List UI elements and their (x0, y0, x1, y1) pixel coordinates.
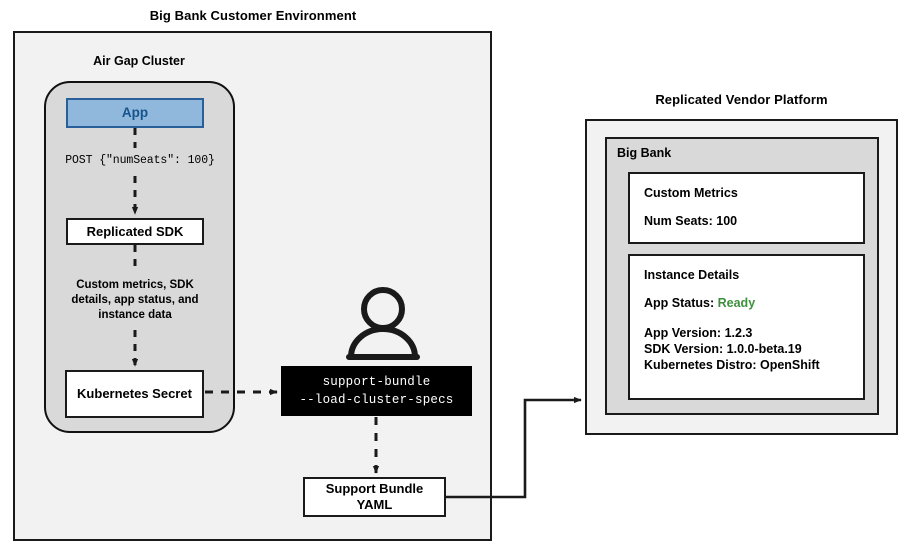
node-kubernetes-secret[interactable]: Kubernetes Secret (65, 370, 204, 418)
support-bundle-line-1: Support Bundle (325, 481, 424, 497)
air-gap-cluster-title: Air Gap Cluster (93, 54, 185, 68)
custom-metrics-row-num-seats: Num Seats: 100 (644, 214, 738, 228)
instance-details-app-status: App Status: Ready (644, 296, 849, 310)
edge-label-sdk-to-secret: Custom metrics, SDK details, app status,… (71, 279, 199, 321)
vendor-customer-label: Big Bank (617, 146, 672, 160)
edge-label-app-to-sdk: POST {"numSeats": 100} (65, 154, 215, 167)
customer-environment-title: Big Bank Customer Environment (149, 8, 357, 23)
support-bundle-line-2: YAML (356, 497, 393, 512)
vendor-platform-title: Replicated Vendor Platform (655, 92, 828, 107)
app-status-value: Ready (717, 296, 756, 310)
node-app[interactable]: App (66, 98, 204, 128)
node-replicated-sdk[interactable]: Replicated SDK (66, 218, 204, 245)
instance-details-app-version: App Version: 1.2.3 (644, 326, 753, 340)
card-custom-metrics[interactable]: Custom Metrics Num Seats: 100 (628, 172, 865, 244)
instance-details-title: Instance Details (644, 268, 740, 282)
instance-details-kubernetes-distro: Kubernetes Distro: OpenShift (644, 358, 820, 372)
custom-metrics-title: Custom Metrics (644, 186, 738, 200)
terminal-command-box[interactable]: support-bundle --load-cluster-specs (281, 366, 472, 416)
terminal-line-1: support-bundle (322, 374, 431, 389)
terminal-line-2: --load-cluster-specs (299, 393, 454, 407)
node-support-bundle-yaml[interactable]: Support Bundle YAML (303, 477, 446, 517)
app-status-label: App Status: (644, 296, 715, 310)
instance-details-sdk-version: SDK Version: 1.0.0-beta.19 (644, 342, 802, 356)
card-instance-details[interactable]: Instance Details App Status: Ready App V… (628, 254, 865, 400)
